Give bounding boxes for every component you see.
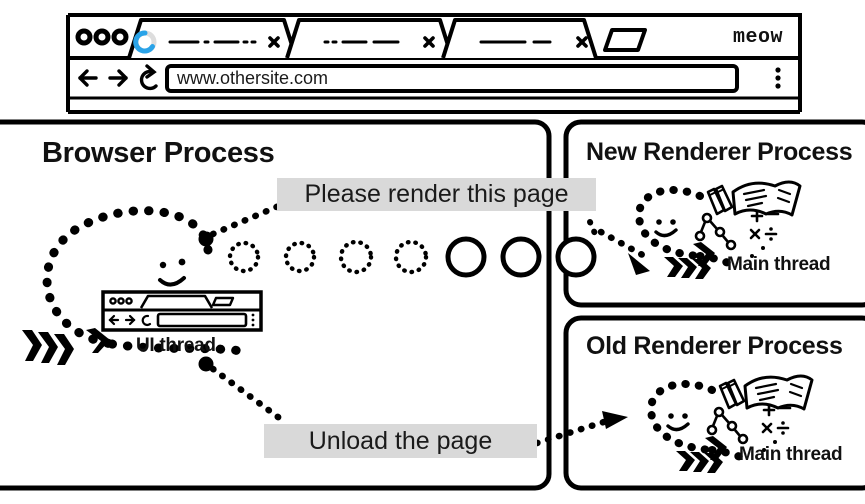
unload-request-arrow [533,411,628,447]
tab-3[interactable] [441,18,598,59]
tab-2[interactable] [285,18,454,59]
new-renderer-main-thread-loop [635,185,732,267]
pencils-icon [718,378,746,410]
loading-spinner-icon [133,30,157,54]
ui-thread-chevrons-icon [22,330,74,365]
ui-thread-label: UI thread [136,335,216,356]
kebab-menu-icon[interactable] [775,67,781,89]
book-icon [743,374,814,411]
progress-circle-solid-2 [500,236,542,278]
old-renderer-chevrons-icon [676,451,723,473]
message-render-request: Please render this page [277,178,596,211]
math-symbols-icon [761,403,792,452]
render-message-connector [587,219,599,239]
old-renderer-loop-arrow [705,436,727,460]
dom-tree-icon [706,406,749,445]
old-renderer-smiley-face-icon [666,413,690,432]
book-icon [731,180,802,217]
progress-circle-dotted-1 [227,240,261,274]
old-renderer-main-thread-loop [647,379,744,461]
tab-1[interactable] [127,18,298,59]
url-bar-frame[interactable] [165,64,739,93]
new-renderer-loop-arrow [693,242,715,266]
browser-smiley-face-icon [158,258,186,287]
progress-circles [227,236,597,278]
new-renderer-smiley-face-icon [654,219,678,238]
tab-1-close-icon[interactable] [268,36,280,48]
message-unload-request: Unload the page [264,424,537,458]
pencils-icon [706,184,734,216]
panel-title-old-renderer: Old Renderer Process [586,332,843,360]
progress-circle-dotted-3 [338,239,374,275]
window-control-dots[interactable] [75,28,129,46]
unload-message-leader [198,356,286,424]
new-renderer-work-icons [694,180,802,258]
progress-circle-dotted-4 [393,239,429,275]
panel-old-renderer [563,315,865,491]
dom-tree-icon [694,212,737,251]
ui-thread-loop-arrow [86,328,110,353]
nav-forward-icon[interactable] [108,69,128,87]
old-renderer-work-icons [706,374,814,452]
render-request-arrow [597,228,652,275]
ui-thread-browser-icon [101,290,263,332]
new-renderer-chevrons-icon [664,257,711,279]
tab-3-close-icon[interactable] [576,36,588,48]
old-renderer-main-thread-label: Main thread [739,444,843,465]
tab-2-close-icon[interactable] [423,36,435,48]
new-renderer-main-thread-label: Main thread [727,254,831,275]
progress-circle-solid-3 [555,236,597,278]
url-text[interactable]: www.othersite.com [177,68,329,88]
progress-circle-dotted-2 [283,240,317,274]
brand-label: meow [733,26,784,49]
math-symbols-icon [749,209,780,258]
ui-thread-dotted-loop [42,206,255,357]
nav-reload-icon[interactable] [139,64,158,91]
progress-circle-solid-1 [445,236,487,278]
panel-title-browser-process: Browser Process [42,137,275,169]
new-tab-button[interactable] [603,28,647,52]
panel-title-new-renderer: New Renderer Process [586,138,853,166]
render-message-leader [198,201,285,247]
nav-back-icon[interactable] [78,69,98,87]
